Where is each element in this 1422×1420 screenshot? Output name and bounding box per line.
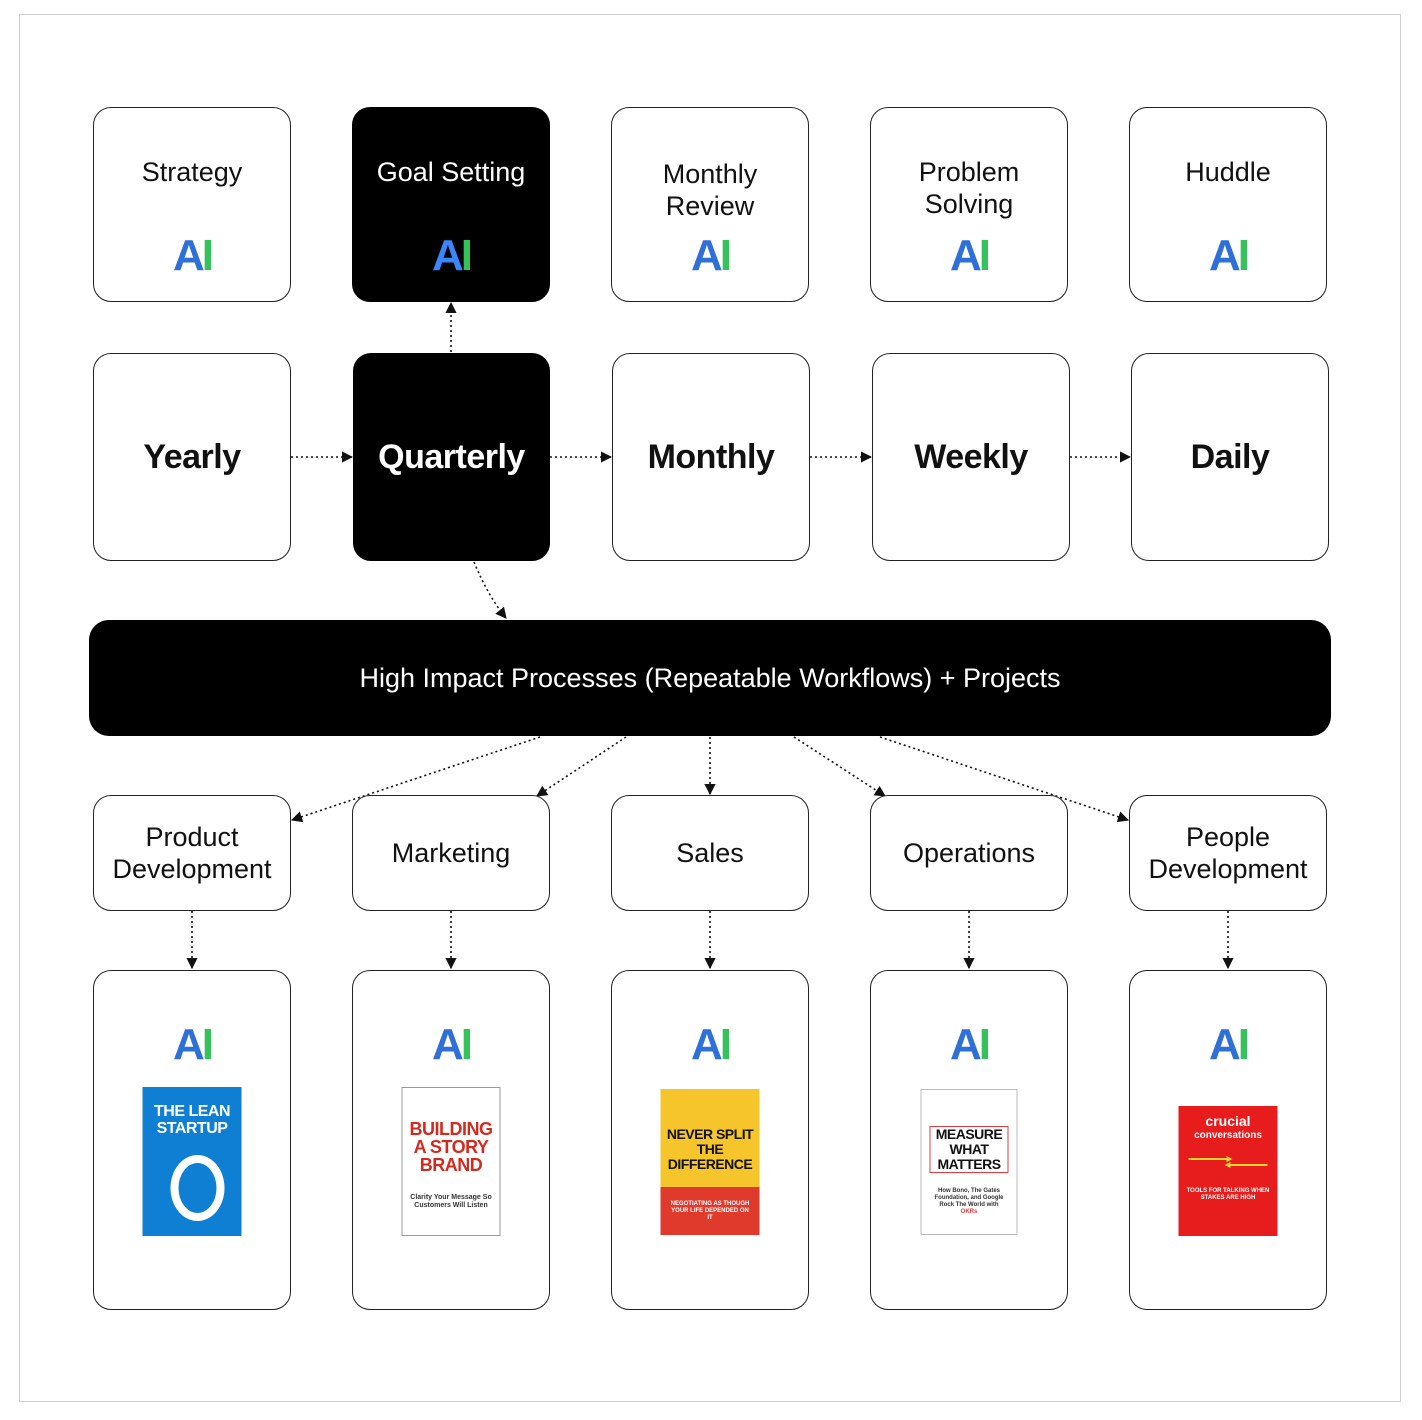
high-impact-processes-bar[interactable]: High Impact Processes (Repeatable Workfl… xyxy=(89,620,1331,736)
book-subtitle: NEGOTIATING AS THOUGH YOUR LIFE DEPENDED… xyxy=(670,1201,750,1221)
ai-logo-icon: AI xyxy=(1208,231,1250,280)
cadence-label: Quarterly xyxy=(378,437,525,476)
cadence-quarterly[interactable]: Quarterly xyxy=(353,353,550,561)
function-people-development[interactable]: People Development xyxy=(1129,795,1327,911)
function-label: People Development xyxy=(1148,822,1308,884)
ai-logo-icon: AI xyxy=(431,1020,473,1069)
cadence-label: Weekly xyxy=(914,437,1028,476)
cadence-label: Monthly xyxy=(647,437,775,476)
function-product-development[interactable]: Product Development xyxy=(93,795,291,911)
book-title: BUILDING A STORY BRAND xyxy=(409,1119,494,1175)
book-card-operations[interactable]: AI MEASURE WHAT MATTERS How Bono, The Ga… xyxy=(870,970,1068,1310)
converging-arrows-icon xyxy=(1188,1156,1268,1168)
book-cover-measure-what-matters: MEASURE WHAT MATTERS How Bono, The Gates… xyxy=(920,1089,1018,1235)
tool-label: Strategy xyxy=(141,157,243,187)
cadence-monthly[interactable]: Monthly xyxy=(612,353,810,561)
book-cover-story-brand: BUILDING A STORY BRAND Clarity Your Mess… xyxy=(401,1087,501,1236)
processes-label: High Impact Processes (Repeatable Workfl… xyxy=(359,662,1061,693)
function-sales[interactable]: Sales xyxy=(611,795,809,911)
function-marketing[interactable]: Marketing xyxy=(352,795,550,911)
diagram-frame xyxy=(19,14,1401,1402)
arrow-quarterly-to-processes xyxy=(473,561,507,619)
book-card-people-development[interactable]: AI crucial conversations TOOLS FOR TALKI… xyxy=(1129,970,1327,1310)
book-subtitle: TOOLS FOR TALKING WHEN STAKES ARE HIGH xyxy=(1186,1188,1270,1201)
circle-icon xyxy=(170,1155,225,1221)
book-title: crucial xyxy=(1205,1113,1251,1129)
book-cover-lean-startup: THE LEAN STARTUP xyxy=(142,1087,242,1236)
book-card-product-development[interactable]: AI THE LEAN STARTUP xyxy=(93,970,291,1310)
ai-logo-icon: AI xyxy=(172,1020,214,1069)
arrow-processes-to-marketing xyxy=(536,736,627,797)
book-title: THE LEAN STARTUP xyxy=(154,1103,231,1137)
book-cover-crucial-conversations: crucial conversations TOOLS FOR TALKING … xyxy=(1178,1088,1278,1236)
function-label: Product Development xyxy=(112,822,272,884)
cadence-yearly[interactable]: Yearly xyxy=(93,353,291,561)
cadence-label: Daily xyxy=(1190,437,1270,476)
tool-label: Goal Setting xyxy=(376,157,526,187)
arrow-processes-to-people xyxy=(879,736,1130,823)
tool-label: Monthly Review xyxy=(662,159,758,221)
ai-logo-icon: AI xyxy=(690,1020,732,1069)
book-subtitle: How Bono, The Gates Foundation, and Goog… xyxy=(934,1188,1004,1208)
book-card-marketing[interactable]: AI BUILDING A STORY BRAND Clarity Your M… xyxy=(352,970,550,1310)
function-label: Sales xyxy=(676,838,744,868)
book-cover-never-split: NEVER SPLIT THE DIFFERENCE NEGOTIATING A… xyxy=(660,1089,760,1235)
tool-card-goal-setting[interactable]: Goal Setting AI xyxy=(352,107,550,302)
function-label: Marketing xyxy=(391,838,511,868)
function-label: Operations xyxy=(902,838,1036,868)
cadence-weekly[interactable]: Weekly xyxy=(872,353,1070,561)
cadence-label: Yearly xyxy=(143,437,241,476)
ai-logo-icon: AI xyxy=(949,1020,991,1069)
arrow-processes-to-product xyxy=(290,736,541,823)
tool-card-problem-solving[interactable]: Problem Solving AI xyxy=(870,107,1068,302)
book-subtitle: Clarity Your Message So Customers Will L… xyxy=(410,1194,492,1209)
book-title: MEASURE WHAT MATTERS xyxy=(929,1126,1009,1173)
ai-logo-icon: AI xyxy=(1208,1020,1250,1069)
book-title: NEVER SPLIT THE DIFFERENCE xyxy=(666,1126,754,1172)
book-title-line-2: conversations xyxy=(1194,1130,1262,1141)
book-card-sales[interactable]: AI NEVER SPLIT THE DIFFERENCE NEGOTIATIN… xyxy=(611,970,809,1310)
ai-logo-icon: AI xyxy=(690,231,732,280)
book-subtitle-accent: OKRs xyxy=(960,1209,978,1215)
ai-logo-icon: AI xyxy=(949,231,991,280)
tool-card-huddle[interactable]: Huddle AI xyxy=(1129,107,1327,302)
ai-logo-icon: AI xyxy=(172,231,214,280)
cadence-daily[interactable]: Daily xyxy=(1131,353,1329,561)
tool-card-strategy[interactable]: Strategy AI xyxy=(93,107,291,302)
function-operations[interactable]: Operations xyxy=(870,795,1068,911)
tool-card-monthly-review[interactable]: Monthly Review AI xyxy=(611,107,809,302)
ai-logo-icon: AI xyxy=(431,231,473,280)
tool-label: Huddle xyxy=(1185,157,1271,187)
arrow-processes-to-operations xyxy=(793,736,886,797)
tool-label: Problem Solving xyxy=(918,157,1020,219)
